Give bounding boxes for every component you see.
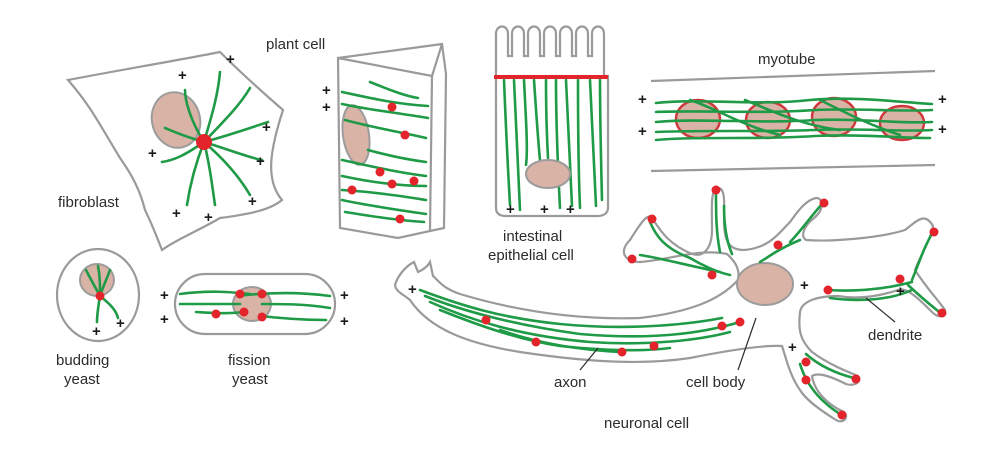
neuron-outline bbox=[393, 186, 947, 423]
plus-sign: + bbox=[408, 281, 417, 298]
plus-sign: + bbox=[226, 51, 235, 68]
label-budding: budding bbox=[56, 352, 109, 369]
label-axon: axon bbox=[554, 374, 587, 391]
dendrite-leader-line bbox=[865, 297, 896, 323]
neuron-microtubules bbox=[418, 192, 944, 416]
label-myotube: myotube bbox=[758, 51, 816, 68]
plus-sign: + bbox=[788, 339, 797, 356]
budding-yeast: + + bbox=[55, 247, 141, 343]
epithelial-nucleus bbox=[525, 159, 571, 189]
plus-sign: + bbox=[160, 311, 169, 328]
plant-cell-microtubules bbox=[340, 80, 430, 224]
plus-sign: + bbox=[506, 201, 515, 218]
fission-yeast-nucleation-sites bbox=[211, 289, 267, 322]
epithelial-microtubules bbox=[502, 78, 604, 212]
plus-sign: + bbox=[256, 153, 265, 170]
plus-sign: + bbox=[92, 323, 101, 340]
cell-body-leader-line bbox=[737, 317, 757, 371]
plus-sign: + bbox=[938, 91, 947, 108]
fibroblast-centrosome bbox=[196, 134, 212, 150]
plus-sign: + bbox=[896, 283, 905, 300]
label-neuronal-cell: neuronal cell bbox=[604, 415, 689, 432]
plus-sign: + bbox=[248, 193, 257, 210]
plus-sign: + bbox=[638, 91, 647, 108]
myotube-top-membrane bbox=[650, 69, 936, 83]
label-plant-cell: plant cell bbox=[266, 36, 325, 53]
neuronal-cell: + + + + bbox=[393, 185, 947, 423]
plus-sign: + bbox=[116, 315, 125, 332]
plus-sign: + bbox=[340, 313, 349, 330]
myotube-nuclei bbox=[674, 96, 926, 142]
label-dendrite: dendrite bbox=[868, 327, 922, 344]
label-intestinal: intestinal bbox=[503, 228, 562, 245]
label-epithelial-cell: epithelial cell bbox=[488, 247, 574, 264]
plus-sign: + bbox=[160, 287, 169, 304]
plus-sign: + bbox=[938, 121, 947, 138]
plus-sign: + bbox=[204, 209, 213, 226]
plus-sign: + bbox=[178, 67, 187, 84]
fibroblast-plus-ends: + + + + + + + + bbox=[148, 51, 271, 226]
plus-sign: + bbox=[540, 201, 549, 218]
neuron-nucleus bbox=[736, 262, 794, 306]
myotube-bottom-membrane bbox=[650, 163, 936, 173]
myotube: + + + + bbox=[638, 69, 947, 173]
plus-sign: + bbox=[322, 99, 331, 116]
plus-sign: + bbox=[172, 205, 181, 222]
fibroblast-outline bbox=[65, 50, 285, 252]
plus-sign: + bbox=[566, 201, 575, 218]
plant-cell-nucleation-sites bbox=[347, 102, 419, 224]
plus-sign: + bbox=[340, 287, 349, 304]
plus-sign: + bbox=[148, 145, 157, 162]
label-fibroblast: fibroblast bbox=[58, 194, 120, 211]
epithelial-cell: + + + bbox=[494, 25, 610, 218]
label-fission-yeast: yeast bbox=[232, 371, 269, 388]
fibroblast-cell: + + + + + + + + bbox=[65, 50, 285, 252]
label-cell-body: cell body bbox=[686, 374, 746, 391]
myotube-microtubules bbox=[654, 97, 934, 142]
neuron-nucleation-sites bbox=[481, 185, 947, 420]
label-fission: fission bbox=[228, 352, 271, 369]
plant-cell: + + bbox=[322, 42, 448, 240]
axon-leader-line bbox=[579, 347, 599, 371]
fission-yeast: + + + + bbox=[160, 272, 349, 336]
plus-sign: + bbox=[638, 123, 647, 140]
plus-sign: + bbox=[322, 82, 331, 99]
plus-sign: + bbox=[262, 119, 271, 136]
label-budding-yeast: yeast bbox=[64, 371, 101, 388]
plus-sign: + bbox=[800, 277, 809, 294]
